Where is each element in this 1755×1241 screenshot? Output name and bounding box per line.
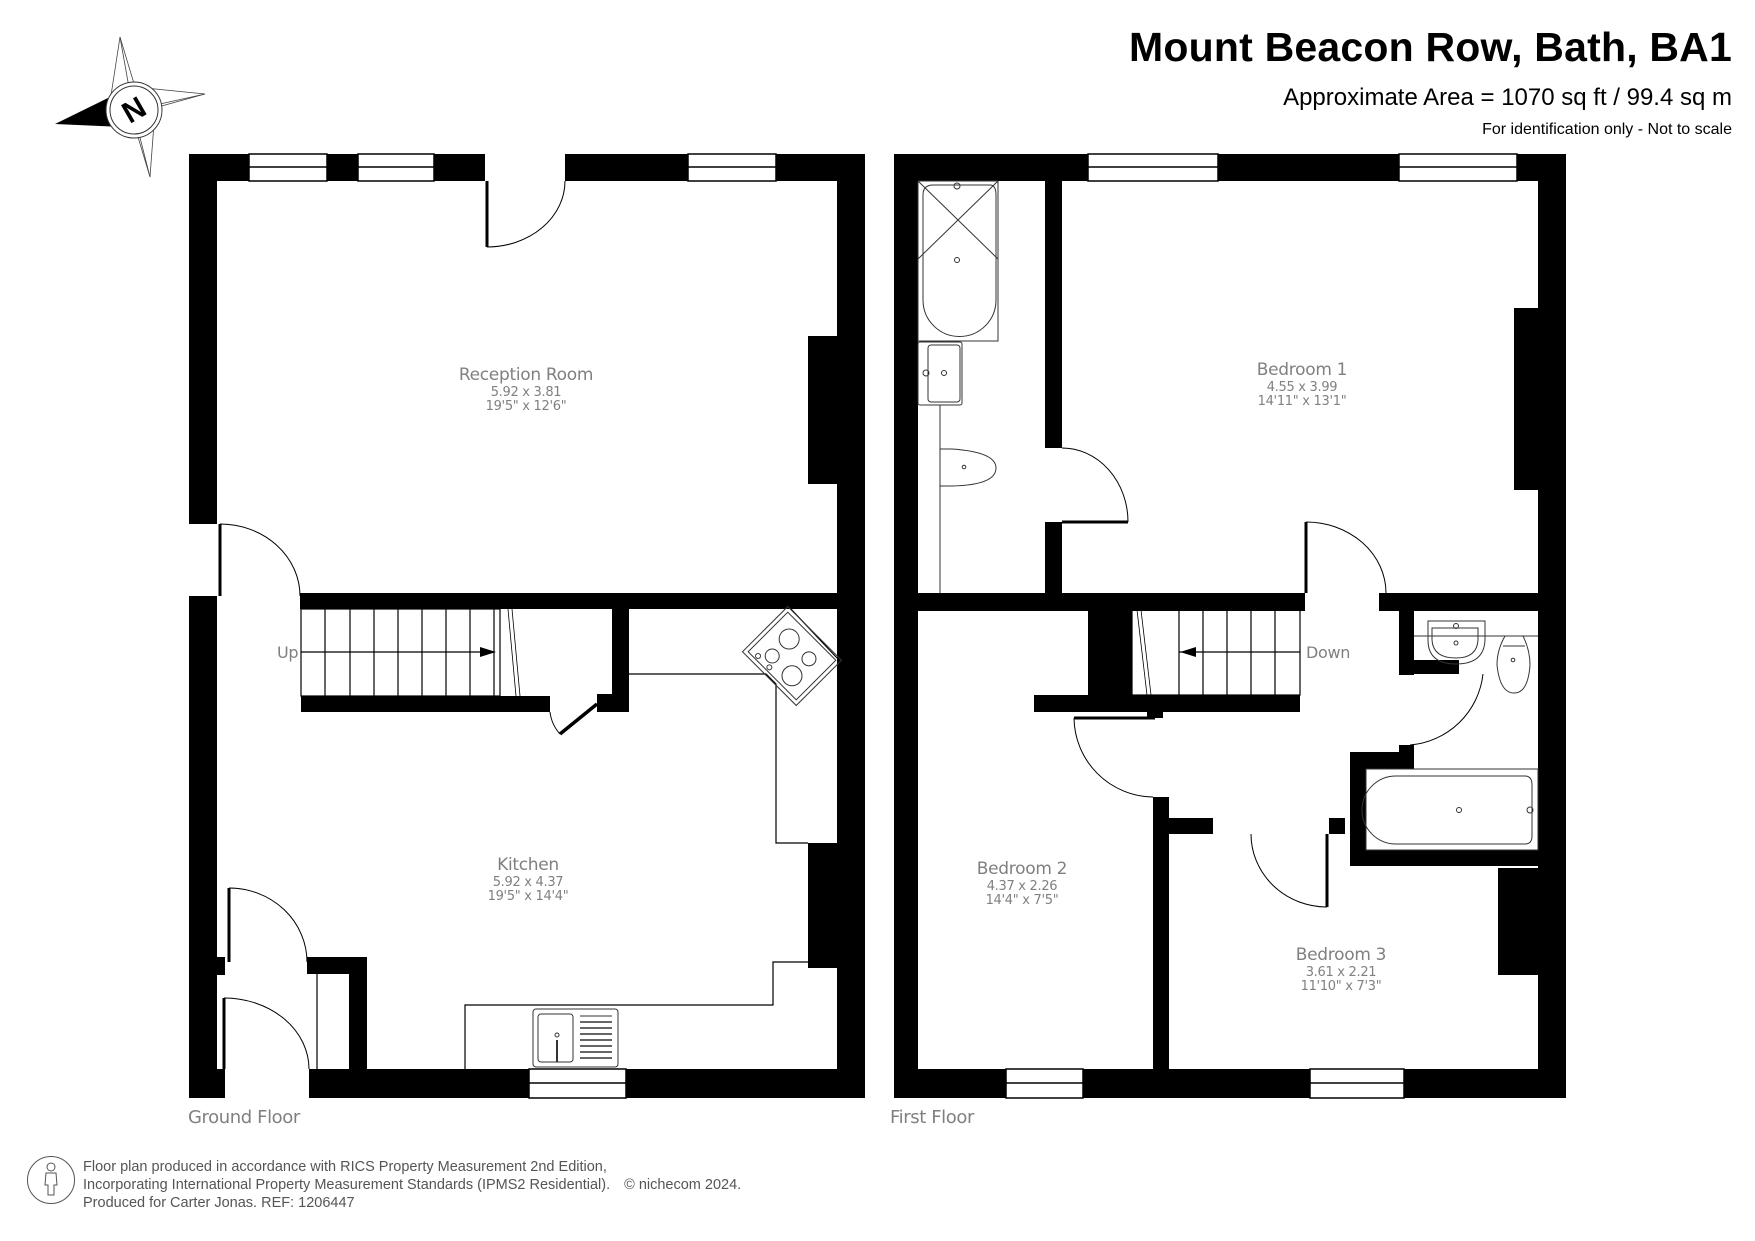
scale-disclaimer: For identification only - Not to scale (1482, 121, 1732, 138)
room-name: Kitchen (497, 855, 559, 875)
compass-north-icon: N (55, 36, 206, 178)
room-dimensions-imperial: 19'5" x 14'4" (487, 889, 569, 905)
footer-line-1: Floor plan produced in accordance with R… (83, 1159, 607, 1175)
room-label-kitchen: Kitchen 5.92 x 4.37 19'5" x 14'4" (487, 855, 569, 905)
room-dimensions-imperial: 11'10" x 7'3" (1300, 979, 1382, 995)
room-dimensions-metric: 5.92 x 3.81 (490, 384, 562, 400)
room-label-reception: Reception Room 5.92 x 3.81 19'5" x 12'6" (458, 365, 594, 415)
room-name: Bedroom 1 (1256, 360, 1348, 380)
person-icon (27, 1156, 75, 1204)
ground-floor-label: Ground Floor (188, 1107, 300, 1128)
room-dimensions-imperial: 14'4" x 7'5" (985, 893, 1059, 909)
room-label-bedroom-1: Bedroom 1 4.55 x 3.99 14'11" x 13'1" (1256, 360, 1348, 410)
footer-line-3: Produced for Carter Jonas. REF: 1206447 (83, 1195, 355, 1211)
room-name: Reception Room (458, 365, 594, 385)
room-dimensions-metric: 4.55 x 3.99 (1266, 379, 1338, 395)
room-label-bedroom-2: Bedroom 2 4.37 x 2.26 14'4" x 7'5" (976, 859, 1068, 909)
footer-credits: Floor plan produced in accordance with R… (83, 1158, 741, 1212)
ground-floor-plan (189, 153, 865, 1099)
room-name: Bedroom 3 (1295, 945, 1387, 965)
room-name: Bedroom 2 (976, 859, 1068, 879)
room-dimensions-metric: 3.61 x 2.21 (1305, 964, 1377, 980)
property-title: Mount Beacon Row, Bath, BA1 (1129, 24, 1732, 70)
first-floor-label: First Floor (890, 1107, 974, 1128)
room-dimensions-imperial: 14'11" x 13'1" (1257, 394, 1347, 410)
room-dimensions-imperial: 19'5" x 12'6" (485, 399, 567, 415)
room-dimensions-metric: 4.37 x 2.26 (986, 878, 1058, 894)
room-label-bedroom-3: Bedroom 3 3.61 x 2.21 11'10" x 7'3" (1295, 945, 1387, 995)
room-dimensions-metric: 5.92 x 4.37 (492, 874, 564, 890)
copyright-notice: © nichecom 2024. (624, 1177, 742, 1193)
stairs-down-label: Down (1306, 643, 1351, 662)
footer-line-2: Incorporating International Property Mea… (83, 1177, 611, 1193)
stairs-up-label: Up (277, 643, 299, 662)
first-floor-plan (894, 153, 1566, 1099)
approximate-area: Approximate Area = 1070 sq ft / 99.4 sq … (1283, 84, 1732, 111)
